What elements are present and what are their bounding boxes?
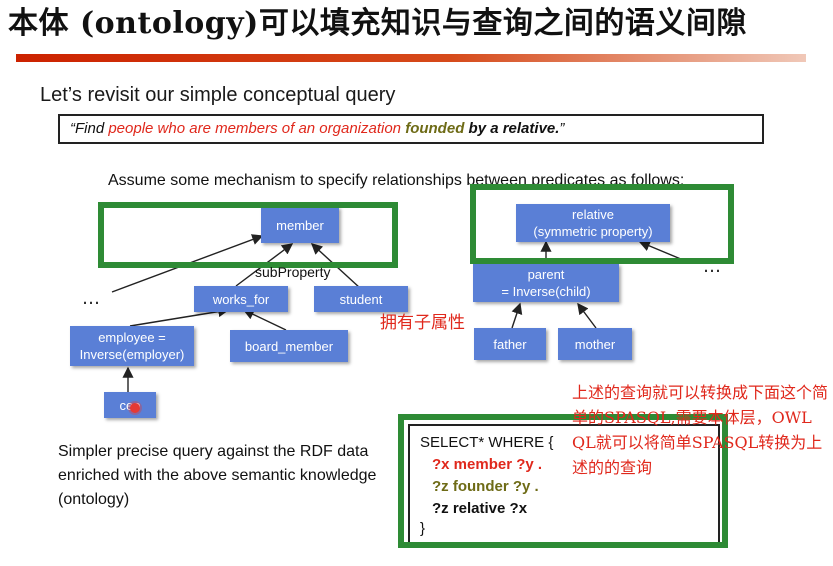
annotation-explanation: 上述的查询就可以转换成下面这个简单的SPASQL,需要本体层，OWL QL就可以… (572, 383, 829, 477)
node-relative: relative (symmetric property) (516, 204, 670, 242)
sparql-query-box: SELECT* WHERE { ?x member ?y . ?z founde… (408, 424, 720, 544)
quote-by-relative: by a relative. (468, 120, 560, 137)
query-line-relative: ?z relative ?x (432, 500, 528, 517)
quote-close: ” (559, 120, 565, 137)
conceptual-query-box: “Find people who are members of an organ… (58, 114, 764, 144)
node-parent: parent = Inverse(child) (473, 264, 619, 302)
page-title: 本体 (ontology)可以填充知识与查询之间的语义间隙 (8, 6, 747, 41)
edge-board-worksfor (242, 309, 287, 331)
edge-mother-parent (577, 302, 597, 329)
quote-open: “Find (70, 120, 109, 137)
slide-subtitle: Let’s revisit our simple conceptual quer… (40, 84, 396, 106)
node-employee: employee = Inverse(employer) (70, 326, 194, 366)
node-member: member (261, 207, 339, 243)
node-board-member: board_member (230, 330, 348, 362)
highlight-relative-box (470, 184, 734, 264)
node-parent-line2: = Inverse(child) (501, 284, 591, 299)
annotation-has-subproperty: 拥有子属性 (380, 313, 465, 333)
cursor-pointer-dot (130, 403, 140, 413)
ellipsis-right: … (703, 256, 721, 277)
query-line-member: ?x member ?y . (432, 456, 543, 473)
edge-employee-worksfor (129, 306, 230, 327)
query-line-close: } (420, 520, 426, 537)
node-student: student (314, 286, 408, 312)
node-works-for: works_for (194, 286, 288, 312)
node-relative-line2: (symmetric property) (533, 224, 653, 239)
quote-founded: founded (405, 120, 465, 137)
node-relative-line1: relative (572, 207, 614, 222)
query-line-select: SELECT* WHERE { (420, 434, 554, 451)
quote-red-phrase: people who are members of an organizatio… (108, 120, 402, 137)
node-father: father (474, 328, 546, 360)
node-mother: mother (558, 328, 632, 360)
ellipsis-left: … (82, 288, 100, 309)
highlight-query-box (398, 414, 728, 548)
highlight-member-box (98, 202, 398, 268)
node-parent-line1: parent (527, 267, 565, 282)
query-line-founder: ?z founder ?y . (432, 478, 539, 495)
node-employee-line2: Inverse(employer) (79, 347, 185, 362)
edge-father-parent (511, 302, 523, 329)
simpler-query-text: Simpler precise query against the RDF da… (58, 443, 377, 508)
node-employee-line1: employee = (98, 330, 166, 345)
subproperty-label: subProperty (255, 264, 331, 280)
title-underline-bar (16, 54, 806, 62)
